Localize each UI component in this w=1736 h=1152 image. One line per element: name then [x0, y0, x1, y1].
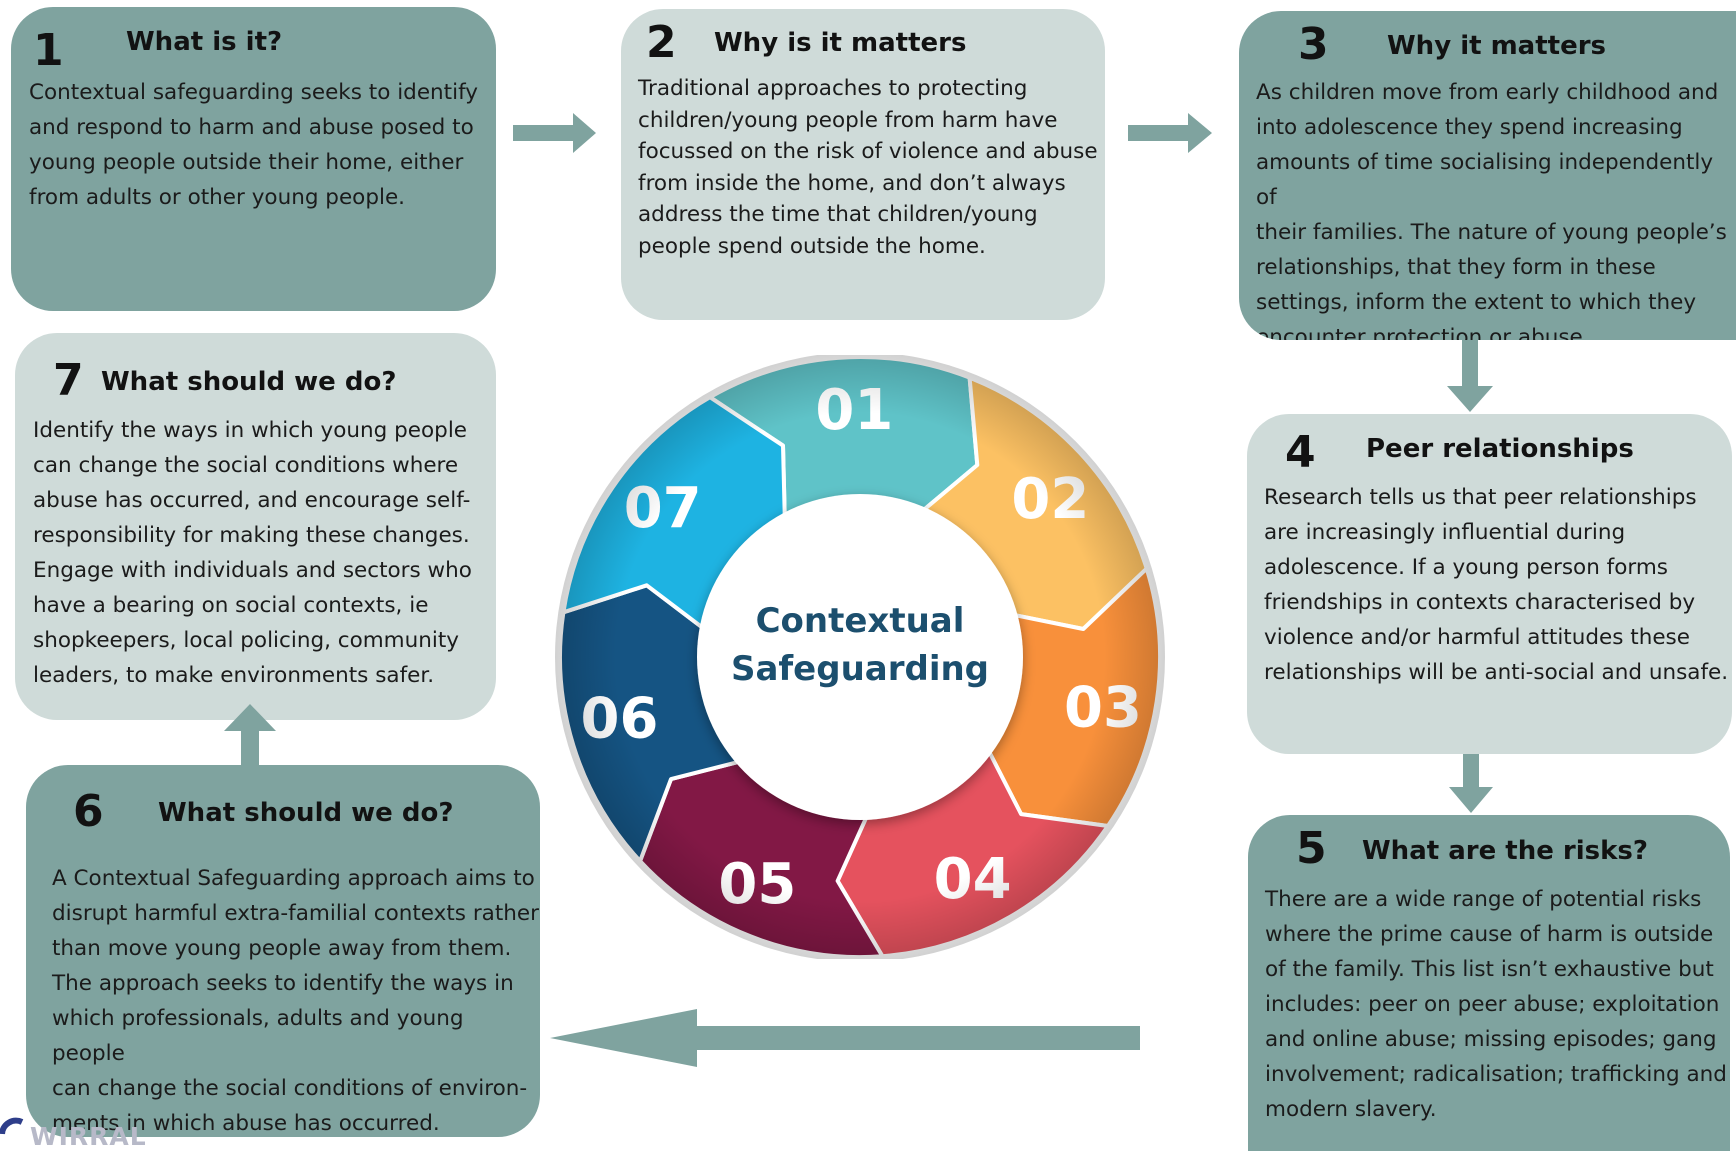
card-number: 5: [1296, 823, 1327, 874]
card-what-should-we-do-6: 6 What should we do? A Contextual Safegu…: [26, 765, 540, 1137]
wheel-label-02: 02: [1011, 467, 1089, 532]
card-number: 2: [646, 17, 677, 68]
wheel-label-03: 03: [1064, 676, 1142, 741]
card-body: Contextual safeguarding seeks to identif…: [29, 80, 479, 210]
arrow-6-to-7: [224, 704, 276, 765]
card-what-is-it: 1 What is it? Contextual safeguarding se…: [11, 7, 496, 311]
logo-text: WIRRAL: [30, 1122, 147, 1151]
arrow-3-to-4: [1447, 340, 1493, 412]
wheel-label-01: 01: [815, 378, 893, 443]
card-title: What are the risks?: [1362, 836, 1648, 866]
card-what-are-the-risks: 5 What are the risks? There are a wide r…: [1248, 815, 1730, 1151]
card-body: Research tells us that peer relationship…: [1264, 485, 1729, 685]
center-title-line-2: Safeguarding: [731, 649, 989, 689]
card-what-should-we-do-7: 7 What should we do? Identify the ways i…: [15, 333, 496, 720]
center-title-line-1: Contextual: [756, 601, 965, 641]
card-number: 7: [53, 355, 84, 406]
card-title: Peer relationships: [1366, 434, 1634, 464]
card-number: 1: [33, 25, 64, 76]
card-title: Why is it matters: [714, 28, 967, 58]
wheel-center: [697, 494, 1023, 820]
wirral-logo: WIRRAL: [0, 1112, 200, 1152]
card-number: 4: [1285, 427, 1316, 478]
card-title: What should we do?: [158, 798, 454, 828]
arrow-1-to-2: [513, 113, 596, 153]
card-why-is-it-matters: 2 Why is it matters Traditional approach…: [621, 9, 1105, 320]
wheel-label-06: 06: [581, 687, 659, 752]
card-why-it-matters: 3 Why it matters As children move from e…: [1239, 11, 1736, 340]
wheel-label-04: 04: [934, 847, 1012, 912]
card-title: What is it?: [126, 27, 283, 57]
card-number: 6: [73, 786, 104, 837]
card-title: What should we do?: [101, 367, 397, 397]
card-peer-relationships: 4 Peer relationships Research tells us t…: [1247, 414, 1732, 754]
card-body: There are a wide range of potential risk…: [1265, 887, 1727, 1122]
card-title: Why it matters: [1387, 31, 1607, 61]
card-body: As children move from early childhood an…: [1256, 80, 1727, 340]
wheel-label-07: 07: [624, 476, 702, 541]
card-body: A Contextual Safeguarding approach aims …: [52, 866, 539, 1136]
card-number: 3: [1298, 19, 1329, 70]
wheel-label-05: 05: [718, 852, 796, 917]
arrow-5-to-6: [550, 1009, 1140, 1067]
arrow-2-to-3: [1128, 113, 1212, 153]
safeguarding-wheel: 01 02 03 04 05 06 07 Contextual Safeguarding: [555, 355, 1165, 959]
logo-swirl-icon: [0, 1117, 24, 1135]
arrow-4-to-5: [1449, 754, 1493, 813]
